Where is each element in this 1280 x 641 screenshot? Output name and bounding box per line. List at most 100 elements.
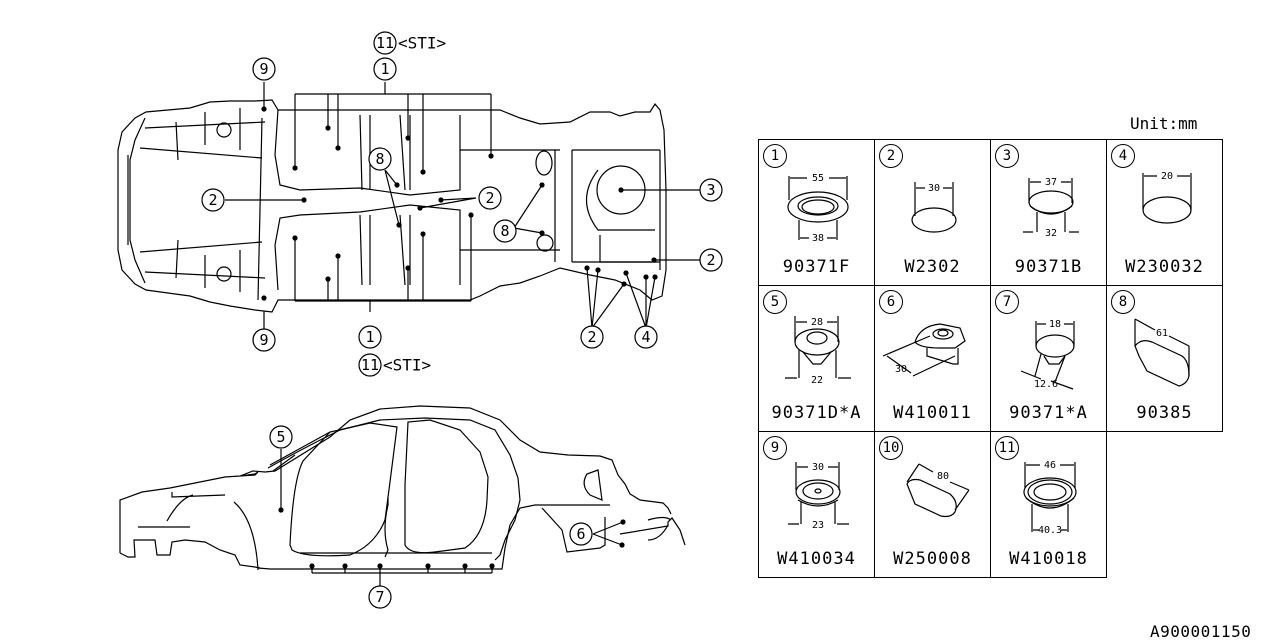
svg-text:8: 8 (500, 222, 509, 240)
callout-11-top: 11 <STI> (373, 31, 446, 55)
svg-text:55: 55 (812, 173, 824, 184)
grommet-46-icon: 46 40.3 (1023, 459, 1077, 536)
part-number-badge: 7 (995, 290, 1019, 314)
svg-text:20: 20 (1161, 171, 1173, 182)
part-number-label: W410011 (893, 403, 972, 423)
svg-text:61: 61 (1156, 328, 1168, 339)
callout-7: 7 (368, 585, 392, 609)
part-cell-11: 11 46 40.3 W410018 (990, 431, 1107, 578)
svg-text:12.6: 12.6 (1034, 379, 1058, 390)
part-cell-5: 5 28 22 90371D*A (758, 285, 875, 432)
part-number-badge: 3 (995, 144, 1019, 168)
part-number-label: 90385 (1136, 403, 1193, 423)
pad-61-icon: 61 (1134, 318, 1190, 387)
callout-5: 5 (269, 425, 293, 449)
callout-6: 6 (569, 522, 593, 546)
part-number-badge: 11 (995, 436, 1019, 460)
svg-text:32: 32 (1045, 228, 1057, 239)
svg-text:<STI>: <STI> (383, 356, 431, 375)
svg-text:46: 46 (1044, 460, 1056, 471)
callout-2-left: 2 (201, 188, 225, 212)
side-attachment-points (278, 507, 626, 569)
part-number-badge: 5 (763, 290, 787, 314)
part-number-badge: 1 (763, 144, 787, 168)
part-number-badge: 10 (879, 436, 903, 460)
callout-9-bottom: 9 (252, 328, 276, 352)
svg-text:1: 1 (380, 60, 389, 78)
svg-text:8: 8 (375, 150, 384, 168)
part-cell-8: 8 61 90385 (1106, 285, 1223, 432)
front-right-hole (216, 266, 232, 282)
side-leader-lines (280, 449, 624, 586)
pad-80-icon: 80 (906, 463, 970, 518)
clip-18-icon: 18 12.6 (1020, 318, 1075, 390)
svg-text:2: 2 (706, 251, 715, 269)
svg-text:40.3: 40.3 (1038, 525, 1062, 536)
part-number-label: 90371B (1014, 257, 1083, 277)
part-cell-7: 7 18 12.6 90371*A (990, 285, 1107, 432)
underbody-outline (117, 99, 667, 313)
part-number-label: W250008 (893, 549, 972, 569)
leader-1-bottom (294, 215, 472, 312)
svg-text:18: 18 (1049, 319, 1061, 330)
svg-text:28: 28 (811, 317, 823, 328)
svg-text:11: 11 (376, 34, 394, 52)
callout-1-top: 1 (373, 57, 397, 81)
rear-oval-hole (535, 150, 553, 176)
part-number-badge: 9 (763, 436, 787, 460)
svg-text:1: 1 (365, 328, 374, 346)
part-number-label: W410018 (1009, 549, 1088, 569)
part-cell-9: 9 30 23 W410034 (758, 431, 875, 578)
plug-30-icon: 30 (911, 182, 957, 233)
svg-text:9: 9 (259, 331, 268, 349)
svg-text:7: 7 (375, 588, 384, 606)
svg-text:2: 2 (208, 191, 217, 209)
svg-text:4: 4 (641, 328, 650, 346)
rear-round-hole (536, 234, 554, 252)
svg-text:37: 37 (1045, 177, 1057, 188)
callout-11-bottom: 11 <STI> (358, 353, 431, 377)
attachment-points (261, 106, 658, 301)
part-cell-10: 10 80 W250008 (874, 431, 991, 578)
unit-label: Unit:mm (1130, 114, 1198, 133)
side-body-outline (119, 405, 686, 571)
part-cell-3: 3 37 32 90371B (990, 139, 1107, 286)
svg-text:3: 3 (706, 181, 715, 199)
svg-text:11: 11 (361, 356, 379, 374)
leader-1-top (294, 82, 492, 172)
plug-37-icon: 37 32 (1023, 176, 1079, 239)
part-cell-6: 6 30 W410011 (874, 285, 991, 432)
plug-30-stepped-icon: 30 23 (788, 461, 849, 531)
callout-2-rear: 2 (699, 248, 723, 272)
part-number-label: 90371D*A (771, 403, 862, 423)
svg-text:30: 30 (895, 364, 907, 375)
callout-4: 4 (634, 325, 658, 349)
clip-28-icon: 28 22 (785, 316, 851, 386)
underbody-top-view: 11 <STI> 1 9 2 8 2 8 3 2 2 4 9 (117, 31, 723, 377)
part-number-badge: 2 (879, 144, 903, 168)
part-number-label: W230032 (1125, 257, 1204, 277)
svg-text:23: 23 (812, 520, 824, 531)
svg-text:30: 30 (812, 462, 824, 473)
svg-text:38: 38 (812, 233, 824, 244)
part-number-badge: 4 (1111, 144, 1135, 168)
front-left-hole (216, 122, 232, 138)
part-number-label: 90371*A (1009, 403, 1088, 423)
svg-text:5: 5 (276, 428, 285, 446)
figure-id: A900001150 (1150, 622, 1252, 641)
part-cell-2: 2 30 W2302 (874, 139, 991, 286)
grommet-55-icon: 55 38 (787, 172, 849, 244)
svg-text:30: 30 (928, 183, 940, 194)
body-side-view: 5 6 7 (119, 405, 686, 609)
part-number-badge: 8 (1111, 290, 1135, 314)
callout-3: 3 (699, 178, 723, 202)
svg-text:<STI>: <STI> (398, 34, 446, 53)
svg-text:22: 22 (811, 375, 823, 386)
callout-1-bottom: 1 (358, 325, 382, 349)
callout-8-center: 8 (368, 147, 392, 171)
callout-2-bottom: 2 (580, 325, 604, 349)
part-number-label: W2302 (904, 257, 961, 277)
callout-9-top: 9 (252, 57, 276, 81)
svg-text:2: 2 (485, 189, 494, 207)
part-number-label: W410034 (777, 549, 856, 569)
